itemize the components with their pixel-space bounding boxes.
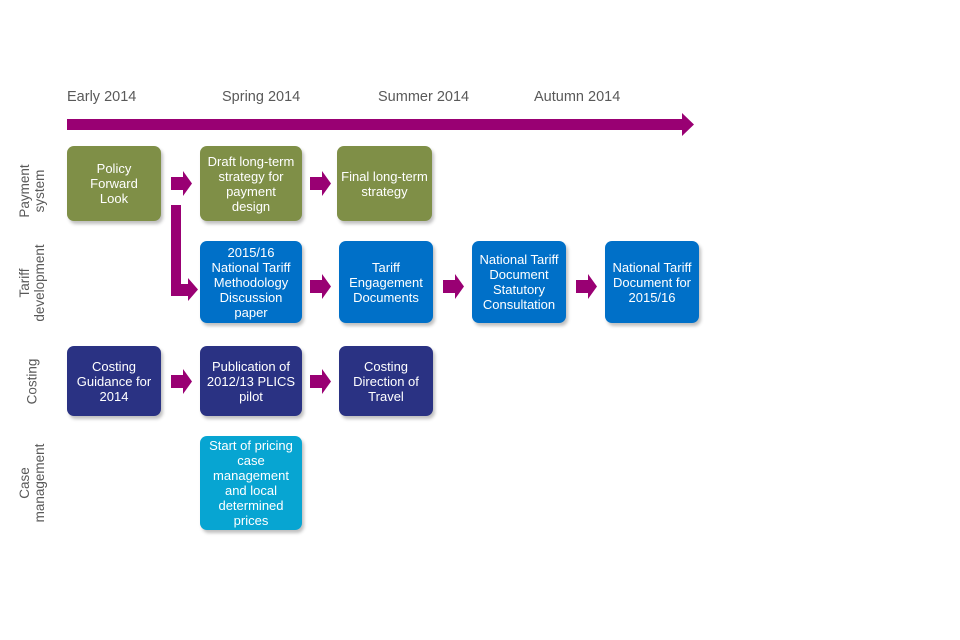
box-text: Start of pricing case management and loc… <box>209 438 293 528</box>
period-early-2014: Early 2014 <box>67 89 137 105</box>
flow-arrow-plics-to-direction <box>310 369 331 394</box>
box-text: Costing Guidance for 2014 <box>76 358 152 404</box>
period-summer-2014: Summer 2014 <box>378 89 470 105</box>
flow-arrow-engagement-to-consultation <box>443 274 464 299</box>
box-methodology-paper: 2015/16 National Tariff Methodology Disc… <box>200 241 302 323</box>
period-autumn-2014: Autumn 2014 <box>534 89 621 105</box>
box-text: 2015/16 National Tariff Methodology Disc… <box>211 244 291 320</box>
box-statutory-consultation: National Tariff Document Statutory Consu… <box>472 241 566 323</box>
box-text: Draft long-term strategy for payment des… <box>207 153 295 214</box>
box-tariff-document: National Tariff Document for 2015/16 <box>605 241 699 323</box>
flow-arrow-guidance-to-plics <box>171 369 192 394</box>
box-final-strategy: Final long-term strategy <box>337 146 432 221</box>
box-text: Tariff Engagement Documents <box>349 259 423 305</box>
flow-arrow-draft-to-final <box>310 171 331 196</box>
timeline-arrow <box>67 113 694 136</box>
flow-arrow-consultation-to-document <box>576 274 597 299</box>
box-draft-strategy: Draft long-term strategy for payment des… <box>200 146 302 221</box>
lane-label-line: Case <box>17 467 32 499</box>
lane-label-line: management <box>32 443 47 523</box>
box-text: Publication of 2012/13 PLICS pilot <box>206 358 296 404</box>
box-case-management-start: Start of pricing case management and loc… <box>200 436 302 530</box>
box-costing-guidance: Costing Guidance for 2014 <box>67 346 161 416</box>
box-text: Final long-term strategy <box>341 168 428 199</box>
box-costing-direction: Costing Direction of Travel <box>339 346 433 416</box>
flow-arrow-policy-to-draft <box>171 171 192 196</box>
box-plics-pilot: Publication of 2012/13 PLICS pilot <box>200 346 302 416</box>
period-spring-2014: Spring 2014 <box>222 89 301 105</box>
box-policy-forward-look: Policy Forward Look <box>67 146 161 221</box>
box-text: Costing Direction of Travel <box>353 358 419 404</box>
flow-arrow-policy-to-methodology <box>171 205 198 301</box>
box-text: National Tariff Document for 2015/16 <box>612 259 692 305</box>
lane-label-case-management: Case management <box>17 423 47 543</box>
flow-arrow-methodology-to-engagement <box>310 274 331 299</box>
box-text: National Tariff Document Statutory Consu… <box>479 252 559 312</box>
box-engagement-documents: Tariff Engagement Documents <box>339 241 433 323</box>
box-text: Policy Forward Look <box>90 161 138 206</box>
